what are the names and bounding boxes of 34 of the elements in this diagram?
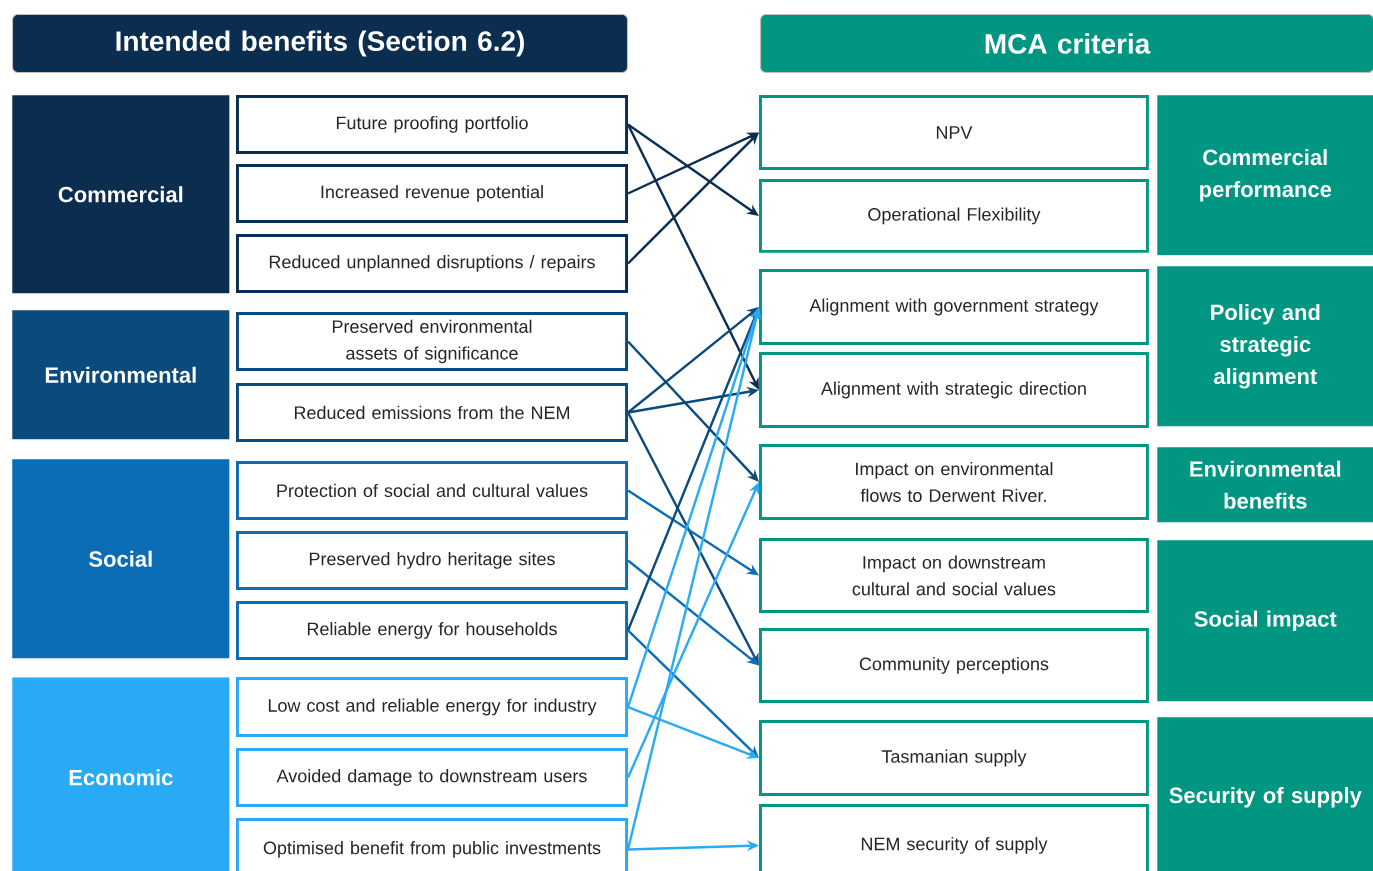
arrow — [627, 340, 759, 482]
text-box: Preserved hydro heritage sites — [236, 531, 628, 590]
category-box: Environmental benefits — [1157, 447, 1373, 523]
arrow — [627, 629, 759, 758]
text-box: NPV — [759, 95, 1149, 170]
category-box: Social impact — [1157, 540, 1373, 702]
category-box: Environmental — [12, 310, 230, 440]
text-box: Reduced emissions from the NEM — [236, 383, 628, 442]
text-box: Optimised benefit from public investments — [236, 818, 628, 871]
text-box: Future proofing portfolio — [236, 95, 628, 154]
category-box: Policy and strategic alignment — [1157, 266, 1373, 427]
text-box: NEM security of supply — [759, 804, 1149, 871]
text-box: Alignment with government strategy — [759, 269, 1149, 345]
text-box: Community perceptions — [759, 628, 1149, 703]
text-box: Avoided damage to downstream users — [236, 748, 628, 807]
text-box: Impact on downstream cultural and social values — [759, 538, 1149, 613]
text-box: Reduced unplanned disruptions / repairs — [236, 234, 628, 293]
header-banner: MCA criteria — [760, 14, 1373, 74]
category-box: Security of supply — [1157, 717, 1373, 871]
text-box: Protection of social and cultural values — [236, 461, 628, 520]
text-box: Alignment with strategic direction — [759, 352, 1149, 428]
category-box: Social — [12, 459, 230, 659]
arrow — [627, 307, 759, 414]
category-box: Economic — [12, 677, 230, 871]
category-box: Commercial performance — [1157, 95, 1373, 256]
header-banner: Intended benefits (Section 6.2) — [12, 14, 628, 74]
text-box: Preserved environmental assets of significance — [236, 312, 628, 371]
text-box: Reliable energy for households — [236, 601, 628, 660]
text-box: Low cost and reliable energy for industry — [236, 677, 628, 737]
category-box: Commercial — [12, 95, 230, 294]
text-box: Increased revenue potential — [236, 164, 628, 223]
text-box: Operational Flexibility — [759, 179, 1149, 253]
text-box: Impact on environmental flows to Derwent River. — [759, 444, 1149, 520]
text-box: Tasmanian supply — [759, 720, 1149, 796]
